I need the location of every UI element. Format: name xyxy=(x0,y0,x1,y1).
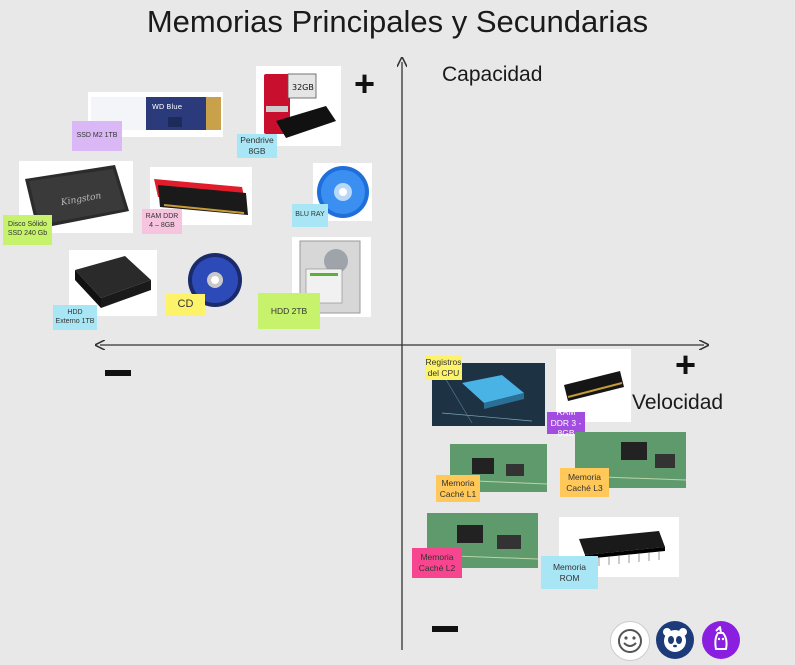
unicorn-icon xyxy=(714,626,728,650)
note-ram-ddr3[interactable]: RAM DDR 3 - 8GB xyxy=(547,407,585,438)
y-axis-label: Capacidad xyxy=(442,63,543,86)
x-axis-label: Velocidad xyxy=(632,391,724,414)
note-blu-ray[interactable]: BLU RAY xyxy=(292,204,328,227)
smiley-button[interactable] xyxy=(610,621,650,661)
note-pendrive[interactable]: Pendrive 8GB xyxy=(237,134,277,158)
note-registros-cpu[interactable]: Registros del CPU xyxy=(425,356,462,380)
minus-sign-left xyxy=(105,370,131,376)
note-cache-l1[interactable]: Memoria Caché L1 xyxy=(436,475,480,502)
smiley-icon xyxy=(618,629,642,653)
note-ram-ddr4[interactable]: RAM DDR 4 – 8GB xyxy=(142,209,182,234)
ram-ddr4-image[interactable] xyxy=(150,167,252,225)
plus-sign-top: + xyxy=(354,63,376,104)
note-memoria-rom[interactable]: Memoria ROM xyxy=(541,556,598,589)
unicorn-avatar-button[interactable] xyxy=(702,621,740,659)
cd-image[interactable] xyxy=(186,252,244,309)
blu-ray-image[interactable] xyxy=(313,163,372,221)
rom-image[interactable] xyxy=(559,517,679,577)
note-cache-l2[interactable]: Memoria Caché L2 xyxy=(412,548,462,578)
ram-ddr3-image[interactable] xyxy=(556,349,631,422)
panda-icon xyxy=(663,628,687,652)
board-title: Memorias Principales y Secundarias xyxy=(146,4,649,39)
minus-sign-bottom xyxy=(432,626,458,632)
panda-avatar-button[interactable] xyxy=(656,621,694,659)
note-hdd-externo[interactable]: HDD Externo 1TB xyxy=(53,305,97,330)
note-hdd-2tb[interactable]: HDD 2TB xyxy=(258,293,320,329)
note-cache-l3[interactable]: Memoria Caché L3 xyxy=(560,468,609,497)
plus-sign-right: + xyxy=(675,344,697,385)
note-cd[interactable]: CD xyxy=(166,294,205,316)
note-ssd-m2[interactable]: SSD M2 1TB xyxy=(72,121,122,151)
pendrive-capacity-label: 32GB xyxy=(292,83,314,92)
note-disco-ssd[interactable]: Disco Sólido SSD 240 Gb xyxy=(3,215,52,245)
pendrive-image[interactable]: 32GB xyxy=(256,66,341,146)
wd-blue-label: WD Blue xyxy=(152,103,182,111)
